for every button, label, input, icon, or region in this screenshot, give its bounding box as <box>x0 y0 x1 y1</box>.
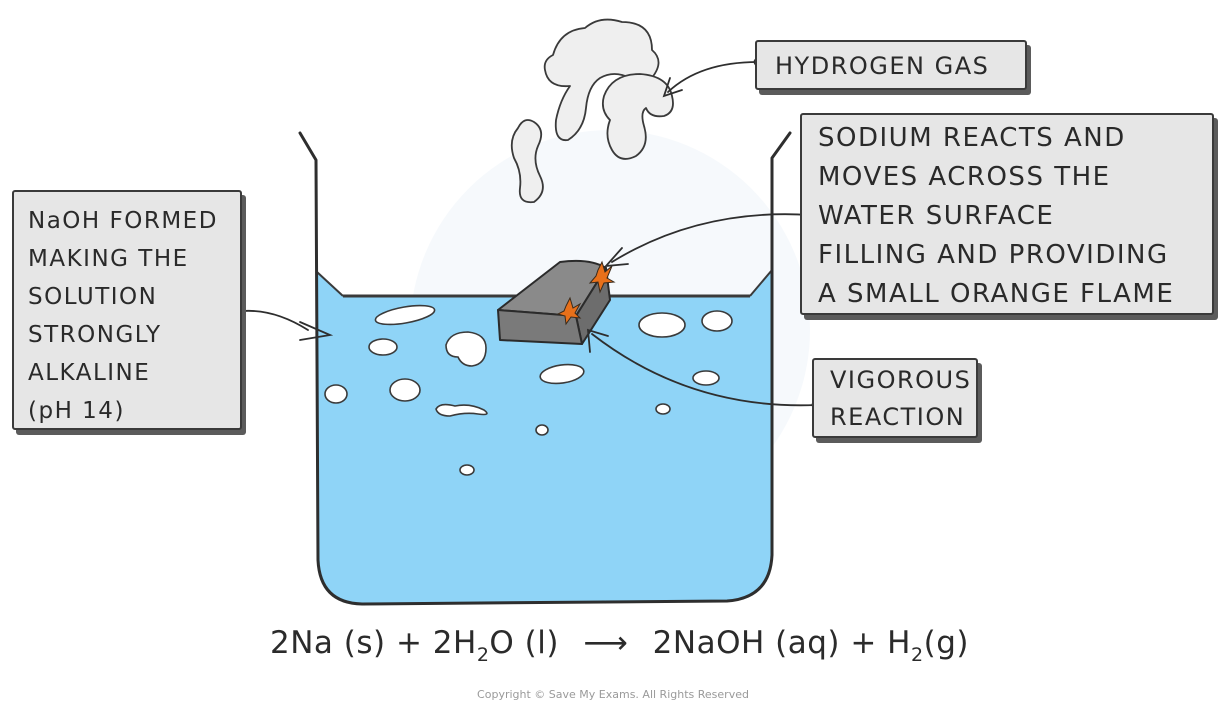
label-line: SODIUM REACTS AND <box>818 123 1126 153</box>
equation-subscript: 2 <box>476 644 490 666</box>
label-line: REACTION <box>830 403 966 431</box>
label-line: STRONGLY <box>28 322 162 348</box>
arrow-vigorous <box>591 333 817 407</box>
bubble <box>368 338 398 356</box>
hydrogen-smoke <box>510 18 674 204</box>
bubble <box>638 312 686 338</box>
equation-reactants: 2Na (s) + 2H <box>270 625 477 661</box>
bubble <box>701 310 733 332</box>
equation-water: O (l) <box>489 625 559 661</box>
equation-gas: (g) <box>923 625 969 661</box>
bubble <box>435 403 488 417</box>
flame-icon <box>556 260 616 326</box>
arrowhead-naoh <box>299 321 334 341</box>
arrow-hydrogen <box>667 61 759 93</box>
bubble <box>374 304 436 326</box>
label-line: MOVES ACROSS THE <box>818 162 1111 192</box>
chemical-equation: 2Na (s) + 2H2O (l) ⟶ 2NaOH (aq) + H2(g) <box>270 625 969 666</box>
label-hydrogen-gas: HYDROGEN GAS <box>755 40 1027 90</box>
bubble <box>389 378 421 402</box>
arrowhead-sodium <box>603 247 629 268</box>
water-surface-right <box>749 269 773 297</box>
bubble <box>535 424 549 436</box>
label-line: A SMALL ORANGE FLAME <box>818 279 1175 309</box>
arrowhead-hydrogen <box>662 77 683 98</box>
label-line: MAKING THE <box>28 246 189 272</box>
label-line: (pH 14) <box>28 398 125 424</box>
reaction-arrow-icon: ⟶ <box>583 625 629 661</box>
label-sodium-reacts: SODIUM REACTS AND MOVES ACROSS THE WATER… <box>800 113 1214 315</box>
bubbles <box>324 304 733 476</box>
bubble <box>692 370 720 386</box>
water <box>316 270 772 604</box>
copyright-text: Copyright © Save My Exams. All Rights Re… <box>477 688 749 701</box>
bubble <box>655 403 671 415</box>
label-line: WATER SURFACE <box>818 201 1055 231</box>
water-surface-left <box>316 271 344 297</box>
equation-subscript: 2 <box>911 644 924 666</box>
label-vigorous-reaction: VIGOROUS REACTION <box>812 358 978 438</box>
label-line: NaOH FORMED <box>28 208 218 234</box>
label-line: HYDROGEN GAS <box>775 52 990 80</box>
label-line: ALKALINE <box>28 360 151 386</box>
arrow-naoh <box>233 309 309 331</box>
bubble <box>324 384 348 404</box>
label-line: SOLUTION <box>28 284 158 310</box>
bubble <box>459 464 475 476</box>
label-line: VIGOROUS <box>830 366 972 394</box>
beaker <box>298 131 792 606</box>
label-naoh-formed: NaOH FORMED MAKING THE SOLUTION STRONGLY… <box>12 190 242 430</box>
equation-products: 2NaOH (aq) + H <box>652 625 911 661</box>
arrowhead-vigorous <box>586 328 609 353</box>
label-line: FILLING AND PROVIDING <box>818 240 1169 270</box>
bubble <box>445 331 487 367</box>
bubble <box>539 363 585 385</box>
arrow-sodium <box>611 213 811 263</box>
